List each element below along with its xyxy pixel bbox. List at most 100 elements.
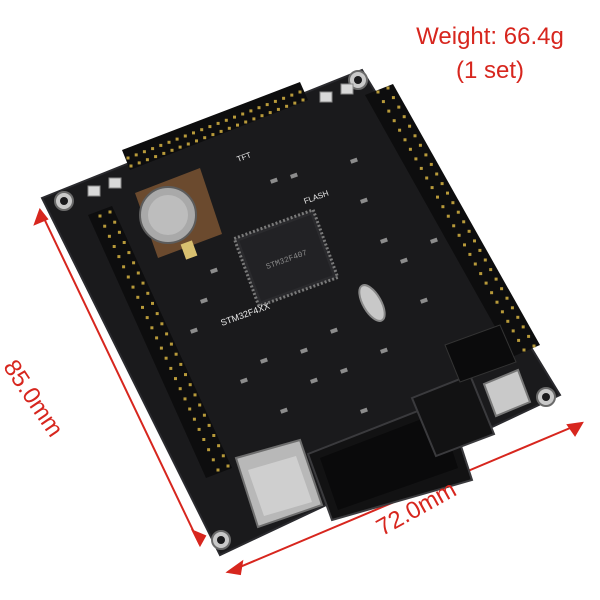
header-pin [169, 366, 173, 370]
header-pin [527, 334, 531, 338]
crystal-oscillator [358, 284, 386, 322]
smd-part [300, 347, 308, 354]
header-pin [150, 326, 154, 330]
header-pin [216, 468, 220, 472]
header-pin [381, 100, 385, 104]
header-pin [203, 136, 207, 140]
header-pin [195, 139, 198, 143]
smd-components [190, 157, 438, 414]
header-pin [391, 96, 395, 100]
header-pin [192, 417, 196, 421]
header-pin [98, 214, 102, 218]
header-pin [211, 458, 215, 462]
header-pin [236, 123, 239, 127]
header-pin [397, 105, 401, 109]
header-pin [188, 407, 192, 411]
smd-part [190, 327, 198, 334]
header-pin [175, 137, 179, 141]
header-pin [227, 126, 231, 130]
header-pin [479, 272, 483, 276]
header-pin [200, 128, 204, 132]
header-pin [103, 224, 107, 228]
header-pin [301, 98, 305, 102]
header-pin [500, 310, 504, 314]
header-pin [178, 387, 182, 391]
header-pin [219, 129, 223, 133]
header-pin [494, 277, 498, 281]
header-pin [145, 158, 149, 162]
smd-part [280, 407, 288, 414]
header-pin [112, 245, 116, 248]
header-pin [468, 252, 472, 256]
header-pin [193, 393, 197, 397]
header-pin [298, 90, 302, 94]
header-pin [207, 423, 211, 427]
smd-part [329, 327, 338, 334]
mcu-chip: STM32F407 [232, 207, 340, 309]
header-pin [131, 285, 135, 289]
header-pin [276, 107, 280, 111]
header-pin [424, 153, 428, 157]
header-pin [484, 281, 488, 285]
header-pin [212, 434, 216, 437]
header-pin [452, 224, 456, 228]
header-pin [244, 120, 248, 124]
header-pin [463, 243, 466, 247]
smd-part [360, 197, 368, 204]
header-pin [117, 230, 121, 234]
header-pin [127, 251, 131, 255]
header-pins [98, 86, 536, 472]
header-pin [252, 117, 256, 121]
header-pin [155, 336, 159, 340]
header-pin [451, 201, 455, 205]
header-pin [408, 124, 412, 128]
header-pin [107, 234, 111, 238]
header-pin [221, 454, 225, 458]
header-pin [164, 356, 168, 360]
header-pin [408, 147, 412, 151]
header-pin [293, 101, 297, 105]
header-pin [170, 148, 174, 152]
header-pin [257, 106, 261, 110]
smd-part [290, 172, 298, 179]
header-pin [511, 329, 515, 333]
header-pin [146, 291, 150, 295]
header-pin [505, 296, 509, 300]
weight-label: Weight: 66.4g (1 set) [392, 20, 588, 88]
header-pin [132, 261, 136, 265]
header-pin [155, 312, 159, 316]
header-pin [430, 186, 434, 190]
smd-part [260, 357, 268, 364]
header-pin [249, 109, 253, 113]
smd-part [240, 377, 248, 384]
header-pin [376, 90, 380, 94]
header-pin [159, 143, 163, 147]
box-header-right [410, 373, 496, 458]
header-pin [151, 301, 154, 305]
smd-part [350, 157, 358, 164]
header-pin [183, 397, 187, 401]
header-pin [490, 291, 494, 295]
header-pin [260, 114, 264, 118]
header-pin [510, 306, 514, 310]
header-pin [403, 138, 407, 142]
header-pin [217, 444, 221, 448]
header-pin [183, 134, 187, 138]
header-pin [500, 287, 504, 291]
header-pin [186, 142, 190, 146]
header-pin [167, 140, 171, 144]
header-pin [386, 86, 390, 90]
header-pin [226, 464, 230, 468]
smd-part [420, 297, 428, 304]
header-pin [134, 153, 138, 157]
header-pin [162, 151, 166, 155]
header-pin [178, 145, 182, 149]
header-pin [414, 157, 418, 161]
header-pin [398, 128, 402, 132]
header-pin [145, 316, 149, 320]
header-pin [522, 348, 526, 352]
header-pin [495, 300, 499, 304]
header-pin [211, 133, 215, 137]
header-pin [268, 111, 272, 115]
